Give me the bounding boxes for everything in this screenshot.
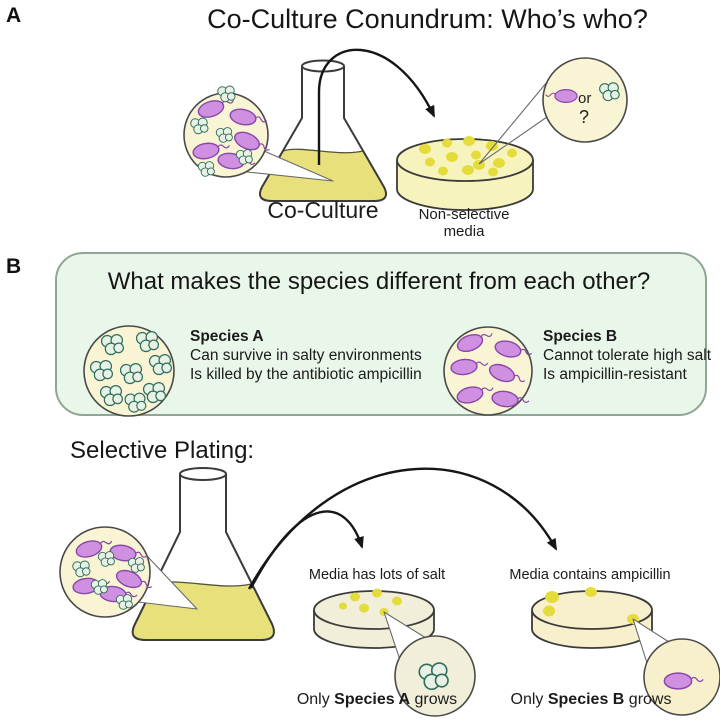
ampicillin-media-label: Media contains ampicillin <box>509 567 671 583</box>
media-label-line2: media <box>443 223 485 240</box>
ampicillin-result-prefix: Only <box>510 691 548 708</box>
salt-result-label: Only Species A grows <box>291 691 463 709</box>
nonselective-media-label: Non-selective media <box>399 206 529 240</box>
species-b-text: Species B Cannot tolerate high salt Is a… <box>543 327 713 384</box>
species-a-trait2: Is killed by the antibiotic ampicillin <box>190 366 422 383</box>
panel-b-graphics <box>83 325 534 417</box>
media-label-line1: Non-selective <box>418 206 510 223</box>
salt-media-label: Media has lots of salt <box>308 567 446 583</box>
co-culture-inset-icon <box>183 85 273 178</box>
panel-a-label: A <box>6 4 22 27</box>
panel-a-title: Co-Culture Conundrum: Who’s who? <box>207 4 648 34</box>
species-a-text: Species A Can survive in salty environme… <box>190 327 450 384</box>
species-b-trait2: Is ampicillin-resistant <box>543 366 687 383</box>
callout-line <box>478 116 548 165</box>
ampicillin-plate-icon <box>531 587 653 649</box>
panel-b-label: B <box>6 255 22 278</box>
salt-result-prefix: Only <box>296 691 335 708</box>
salt-result-species: Species A <box>334 691 411 708</box>
or-question-inset-icon <box>542 57 628 143</box>
species-b-name: Species B <box>543 328 618 345</box>
or-label: or <box>578 90 592 107</box>
ampicillin-result-species: Species B <box>547 691 625 708</box>
species-a-trait1: Can survive in salty environments <box>190 347 422 364</box>
question-mark-label: ? <box>579 107 590 127</box>
mixed-culture-inset-icon <box>59 526 155 618</box>
selective-flask-icon <box>131 467 275 641</box>
selective-plating-heading: Selective Plating: <box>70 437 255 464</box>
species-a-name: Species A <box>190 328 264 345</box>
species-b-circle-icon <box>443 326 534 416</box>
species-b-trait1: Cannot tolerate high salt <box>543 347 712 364</box>
nonselective-plate-icon <box>396 136 534 211</box>
species-a-cocci-icon <box>197 161 215 177</box>
callout-line <box>478 75 553 165</box>
ampicillin-result-label: Only Species B grows <box>503 691 679 709</box>
species-a-circle-icon <box>83 325 175 417</box>
species-b-colony-inset-icon <box>643 638 720 716</box>
selective-plating-graphics <box>59 467 720 717</box>
ampicillin-result-suffix: grows <box>624 691 672 708</box>
panel-a-graphics <box>183 48 628 211</box>
species-a-colony-inset-icon <box>394 635 476 717</box>
salt-result-suffix: grows <box>410 691 458 708</box>
co-culture-label: Co-Culture <box>267 197 379 223</box>
transfer-arrow-a <box>317 48 436 165</box>
transfer-arrow-ampicillin <box>247 467 558 590</box>
colonies <box>419 136 517 177</box>
panel-b-question: What makes the species different from ea… <box>107 268 651 295</box>
